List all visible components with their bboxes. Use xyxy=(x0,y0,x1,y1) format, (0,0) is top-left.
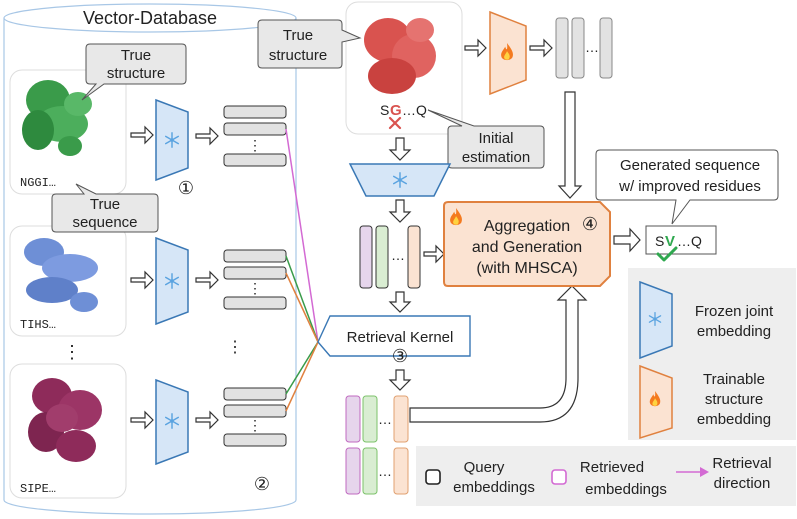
query-sequence-suffix: …Q xyxy=(402,102,427,118)
legend-query-line2: embeddings xyxy=(453,479,535,496)
arrow-to-structure-embeddings xyxy=(529,38,553,58)
legend-direction-line1: Retrieval xyxy=(712,455,771,472)
aggregation-line1: Aggregation xyxy=(484,218,570,235)
arrow-structure-to-aggregation xyxy=(557,91,583,199)
aggregation-box xyxy=(443,201,611,287)
arrow-to-query-embeddings xyxy=(388,199,412,223)
db-sequence-3: SIPE… xyxy=(20,482,56,496)
arrow-to-embeddings-3 xyxy=(195,410,219,430)
db-sequence-1: NGGI… xyxy=(20,176,56,190)
database-title: Vector-Database xyxy=(83,8,217,28)
callout-true-structure-db-line1: True xyxy=(121,47,151,64)
retrieval-kernel-label: Retrieval Kernel xyxy=(347,329,454,346)
arrow-to-encoder-3 xyxy=(130,410,154,430)
generated-prefix: S xyxy=(655,233,664,249)
aggregation-line3: (with MHSCA) xyxy=(476,260,577,277)
arrow-to-encoder-2 xyxy=(130,270,154,290)
protein-red-image xyxy=(364,18,436,94)
db-row-2: ⋮ xyxy=(130,236,287,326)
legend-panel-bottom xyxy=(416,446,796,506)
arrow-to-embeddings-2 xyxy=(195,270,219,290)
db-entry-3-box xyxy=(9,363,127,499)
legend-query-line1: Query xyxy=(464,459,505,476)
query-sequence-prefix: S xyxy=(380,102,389,118)
arrow-to-retrieval-kernel xyxy=(388,291,412,313)
callout-true-structure-query-line2: structure xyxy=(269,47,327,64)
retrieval-lines xyxy=(285,128,319,412)
arrow-to-output xyxy=(613,227,641,253)
protein-green-image xyxy=(22,80,92,156)
db-sequence-2: TIHS… xyxy=(20,318,56,332)
callout-generated-line1: Generated sequence xyxy=(620,157,760,174)
db-row-1: ⋮ xyxy=(130,98,287,182)
legend-retrieved-line1: Retrieved xyxy=(580,459,644,476)
db-vertical-dots: ⋮ xyxy=(63,342,81,362)
callout-generated-sequence xyxy=(595,149,779,225)
query-embeddings: … xyxy=(359,225,421,289)
callout-true-structure-db-line2: structure xyxy=(107,65,165,82)
arrow-to-encoder-1 xyxy=(130,125,154,145)
query-sequence: S G …Q xyxy=(380,102,427,130)
legend-trainable-line1: Trainable xyxy=(703,371,765,388)
step-1-label: ① xyxy=(178,178,194,198)
db-row-3: ⋮ xyxy=(130,378,287,466)
callout-true-sequence xyxy=(51,183,159,233)
callout-initial-estimation xyxy=(427,109,545,169)
legend-trainable-line2: structure xyxy=(705,391,763,408)
callout-generated-line2: w/ improved residues xyxy=(618,178,761,195)
structure-embeddings: … xyxy=(555,17,613,79)
arrow-to-aggregation xyxy=(423,244,445,264)
legend-retrieved-line2: embeddings xyxy=(585,481,667,498)
callout-initial-estimation-line2: estimation xyxy=(462,149,530,166)
step-3-label: ③ xyxy=(392,346,408,366)
callout-initial-estimation-line1: Initial xyxy=(478,130,513,147)
legend-direction-arrowhead xyxy=(700,467,709,477)
callout-true-sequence-line1: True xyxy=(90,196,120,213)
step-2-label: ② xyxy=(254,474,270,494)
checkmark-icon xyxy=(656,246,678,262)
structure-embeddings-dots: … xyxy=(585,39,599,55)
legend-trainable-line3: embedding xyxy=(697,411,771,428)
aggregation-line2: and Generation xyxy=(472,239,582,256)
legend-frozen-line2: embedding xyxy=(697,323,771,340)
retrieved-embeddings-dots-1: … xyxy=(378,411,392,427)
query-sequence-residue: G xyxy=(390,102,402,119)
rows-vertical-dots: ⋮ xyxy=(227,339,243,356)
callout-true-structure-query xyxy=(257,19,362,69)
legend-direction-line2: direction xyxy=(714,475,771,492)
arrow-to-trainable-encoder xyxy=(464,38,487,58)
callout-true-sequence-line2: sequence xyxy=(72,214,137,231)
row-2-dots: ⋮ xyxy=(248,280,262,296)
protein-blue-image xyxy=(24,238,98,312)
cross-icon xyxy=(388,116,402,130)
query-embeddings-dots: … xyxy=(391,247,405,263)
step-4-label: ④ xyxy=(582,214,598,234)
arrow-to-embeddings-1 xyxy=(195,126,219,146)
legend-query-swatch xyxy=(425,469,441,485)
retrieved-embeddings-dots-2: … xyxy=(378,463,392,479)
generated-suffix: …Q xyxy=(677,233,702,249)
row-3-dots: ⋮ xyxy=(248,417,262,433)
row-1-dots: ⋮ xyxy=(248,137,262,153)
generated-residue: V xyxy=(665,233,675,250)
arrow-to-query-encoder xyxy=(388,137,412,161)
legend-retrieved-swatch xyxy=(551,469,567,485)
retrieval-kernel-box xyxy=(317,315,471,357)
arrow-retrieved-to-aggregation xyxy=(409,285,588,423)
protein-magenta-image xyxy=(28,378,102,462)
generated-sequence-box xyxy=(645,225,717,255)
callout-true-structure-db xyxy=(81,43,187,101)
callout-true-structure-query-line1: True xyxy=(283,27,313,44)
retrieved-embeddings: … … xyxy=(345,395,409,495)
legend-frozen-line1: Frozen joint xyxy=(695,303,774,320)
arrow-to-retrieved-embeddings xyxy=(388,369,412,391)
